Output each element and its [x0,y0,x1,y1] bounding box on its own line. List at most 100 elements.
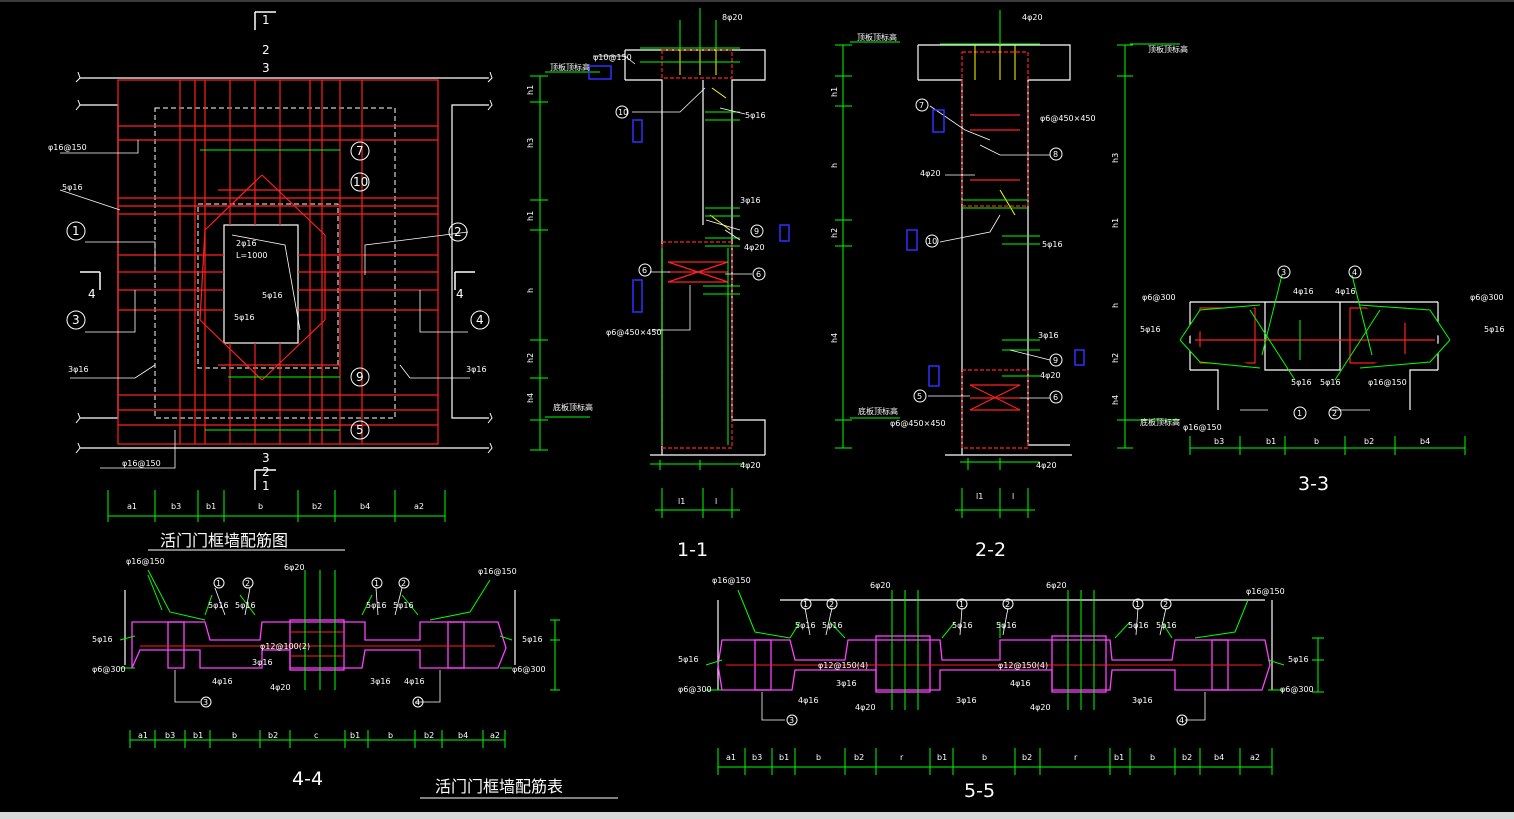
s44-dim-4: b2 [268,731,278,740]
s55-dim-10: b1 [1114,753,1124,762]
s44-callout-1b: 1 [374,579,379,588]
s11-dim-l1: l1 [678,497,685,506]
s22-dim-h1: h1 [830,87,839,97]
s55-label-19: 5φ16 [678,655,699,664]
plan-dim-b: b [258,502,263,511]
s33-4phi16-b: 4φ16 [1335,287,1356,296]
s22-top-label: 4φ20 [1022,13,1043,22]
s11-label-5phi16: 5φ16 [745,111,766,120]
s55-label-21: φ6@300 [678,685,712,694]
plan-callout-5: 5 [356,423,364,437]
s44-dim-3: b [232,731,237,740]
s55-label-3: 5φ16 [795,621,816,630]
s44-label-11: φ12@100(2) [260,642,310,651]
s44-label-5: 5φ16 [393,601,414,610]
s22-dim-h: h [830,163,839,168]
s22-label-phi6-b: φ6@450×450 [890,419,946,428]
s33-5phi16-l: 5φ16 [1140,325,1161,334]
s11-elev-top: 顶板顶标高 [550,62,590,72]
s33-5phi16-r: 5φ16 [1484,325,1505,334]
s22-label-bottom: 4φ20 [1036,461,1057,470]
s33-dim-h1: h1 [1111,218,1120,228]
s11-dim-l: l [715,497,717,506]
s44-label-13: 4φ16 [212,677,233,686]
s11-dim-h: h [526,288,535,293]
s11-dim-h3: h3 [526,138,535,148]
s44-callout-2a: 2 [245,579,250,588]
plan-callout-3: 3 [72,313,80,327]
s55-label-0: φ16@150 [712,576,751,585]
s55-label-14: 3φ16 [1132,696,1153,705]
plan-dim-b4: b4 [360,502,370,511]
s44-label-0: φ16@150 [126,557,165,566]
plan-dim-a1: a1 [127,502,137,511]
s55-callout-4: 4 [1179,716,1184,725]
plan-callout-2: 2 [454,225,462,239]
s33-dim-h: h [1111,303,1120,308]
plan-label-2phi16: 2φ16 [236,239,257,248]
s44-label-16: 4φ16 [404,677,425,686]
plan-dim-b2: b2 [312,502,322,511]
s55-label-4: 5φ16 [822,621,843,630]
s22-elev-bottom: 底板顶标高 [858,406,898,416]
s44-callout-1a: 1 [216,579,221,588]
s22-callout-8: 8 [1053,150,1058,159]
s44-dim-1: b3 [165,731,175,740]
s55-label-11: φ12@150(4) [998,661,1048,670]
s44-dim-2: b1 [193,731,203,740]
s33-left-top: φ6@300 [1142,293,1176,302]
s55-dim-5: r [900,753,904,762]
s11-callout-6b: 6 [756,270,761,279]
s22-label-5phi16: 5φ16 [1042,240,1063,249]
s55-label-2: 6φ20 [1046,581,1067,590]
plan-mark-top-1: 1 [262,13,270,27]
s11-label-phi10: φ10@150 [593,53,632,62]
s44-label-1: 5φ16 [208,601,229,610]
s55-callout-3: 3 [789,716,794,725]
s44-callout-3: 3 [203,698,208,707]
s44-dim-8: b2 [424,731,434,740]
s55-callout-1b: 1 [959,600,964,609]
s55-label-20: 5φ16 [1288,655,1309,664]
plan-callout-10: 10 [353,175,368,189]
s33-5phi16-c2: 5φ16 [1320,378,1341,387]
plan-mark-bot-3: 3 [262,451,270,465]
s22-dim-h4: h4 [830,333,839,343]
s11-label-phi6: φ6@450×450 [606,328,662,337]
s55-label-15: 4φ16 [798,696,819,705]
s33-callout-3: 3 [1281,268,1286,277]
plan-mark-bot-2: 2 [262,465,270,479]
s22-label-4phi20: 4φ20 [920,169,941,178]
s44-label-14: 4φ20 [270,683,291,692]
s22-callout-6: 6 [1053,393,1058,402]
s44-label-3: 6φ20 [284,563,305,572]
plan-label-5phi16-left: 5φ16 [62,183,83,192]
s55-callout-1c: 1 [1135,600,1140,609]
s55-label-18: 4φ16 [1010,679,1031,688]
s22-label-4phi20-b: 4φ20 [1040,371,1061,380]
s11-callout-10: 10 [618,108,628,117]
s44-label-15: 3φ16 [370,677,391,686]
section-2-2: 4φ20 φ6@450×450 4φ20 5φ16 3φ16 4φ20 φ6@4… [830,10,1180,561]
s55-title: 5-5 [964,780,995,802]
plan-callout-4: 4 [476,313,484,327]
section-1-1: 8φ20 φ10@150 5φ16 3φ16 4φ20 φ6@450×450 4… [526,8,790,561]
s11-callout-9: 9 [754,227,759,236]
s55-label-9: φ16@150 [1246,587,1285,596]
s11-dim-h2: h2 [526,353,535,363]
s55-label-12: 3φ16 [836,679,857,688]
s33-dim-h3: h3 [1111,153,1120,163]
s44-dim-6: b1 [350,731,360,740]
section-3-3: 3 4 1 2 φ6@300 φ6@300 4φ16 4φ16 5φ16 5φ1… [1111,44,1505,495]
plan-dim-b3: b3 [171,502,181,511]
s33-elev-bottom: 底板顶标高 [1140,417,1180,427]
s44-label-8: 5φ16 [522,635,543,644]
s55-dim-9: r [1074,753,1078,762]
s11-label-4phi20-b: 4φ20 [740,461,761,470]
plan-label-5phi16-mid: 5φ16 [262,291,283,300]
s44-label-12: 3φ16 [252,658,273,667]
s55-dim-13: b4 [1214,753,1224,762]
s11-label-4phi20-a: 4φ20 [744,243,765,252]
s55-dim-6: b1 [937,753,947,762]
